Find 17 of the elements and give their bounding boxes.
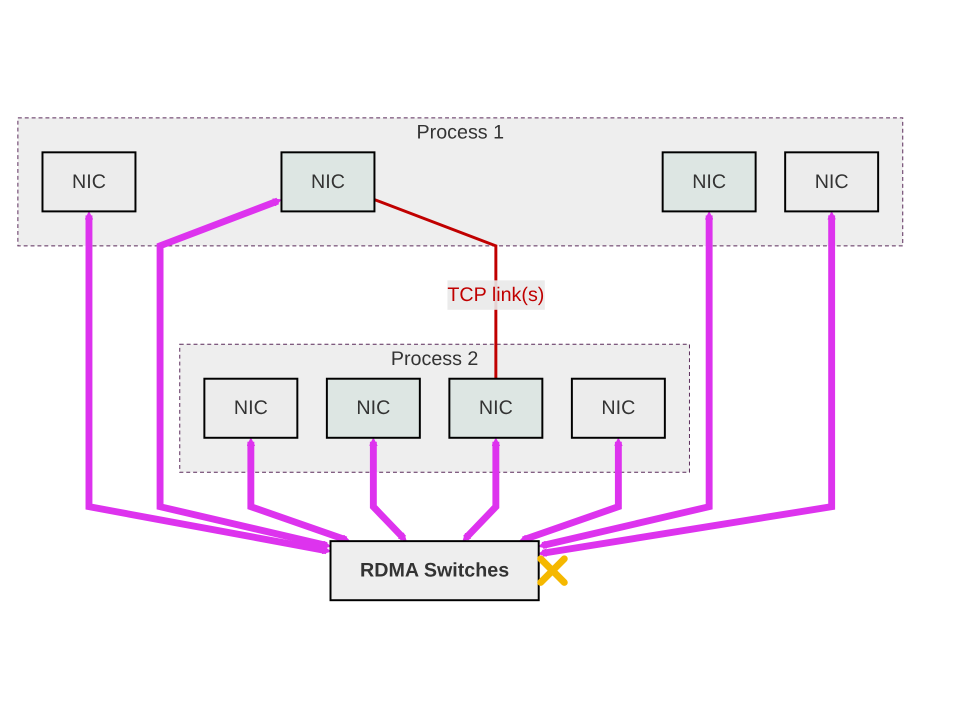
arrow xyxy=(368,438,406,542)
connector xyxy=(373,198,497,379)
arrow xyxy=(538,211,713,549)
edge-label: TCP link(s) xyxy=(446,284,544,306)
node-box: RDMA Switches xyxy=(329,540,540,602)
arrow xyxy=(156,198,330,549)
node-box: NIC xyxy=(202,378,298,439)
node-box: NIC xyxy=(280,151,375,212)
node-box: NIC xyxy=(325,378,420,439)
node-box: NIC xyxy=(661,151,756,212)
arrow xyxy=(462,438,500,542)
node-box: NIC xyxy=(570,378,666,439)
node-box: NIC xyxy=(41,151,136,212)
arrow xyxy=(538,211,836,557)
node-box: NIC xyxy=(448,378,543,439)
arrow xyxy=(84,211,330,554)
node-box: NIC xyxy=(784,151,879,212)
